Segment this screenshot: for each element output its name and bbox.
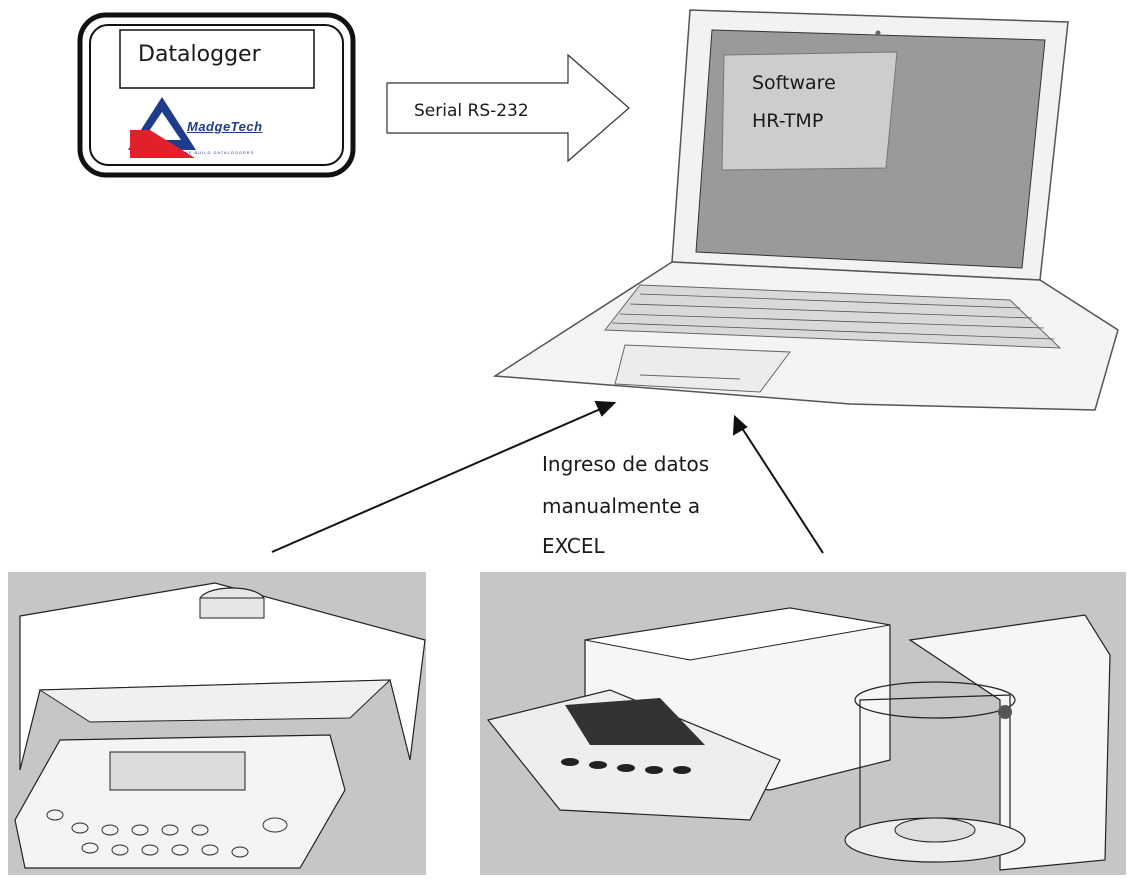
webcam-icon xyxy=(875,30,881,36)
datalogger-label: Datalogger xyxy=(138,42,261,67)
touchpad xyxy=(614,344,791,393)
manual-entry-note-line2: manualmente a xyxy=(542,494,701,518)
right-balance-display xyxy=(565,698,705,745)
manual-entry-note-line3: EXCEL xyxy=(542,534,605,558)
left-balance-display xyxy=(109,751,246,791)
madgetech-logo xyxy=(128,97,196,158)
datalogger-label-box xyxy=(119,29,315,89)
balance-photo-left xyxy=(8,572,426,875)
laptop-illustration xyxy=(492,9,1119,411)
madgetech-logo-text: MadgeTech xyxy=(187,119,263,134)
software-label-line2: HR-TMP xyxy=(752,110,824,132)
balance-photo-right xyxy=(480,572,1126,875)
balance-to-laptop-arrows xyxy=(271,400,824,554)
software-card xyxy=(721,51,898,171)
madgetech-tagline: WE BUILD DATALOGGERS xyxy=(184,150,255,155)
software-label-line1: Software xyxy=(752,72,836,94)
serial-connection-label: Serial RS-232 xyxy=(414,101,529,121)
keyboard-keys xyxy=(611,293,1055,340)
serial-arrow xyxy=(386,53,630,163)
manual-entry-note-line1: Ingreso de datos xyxy=(542,452,710,476)
